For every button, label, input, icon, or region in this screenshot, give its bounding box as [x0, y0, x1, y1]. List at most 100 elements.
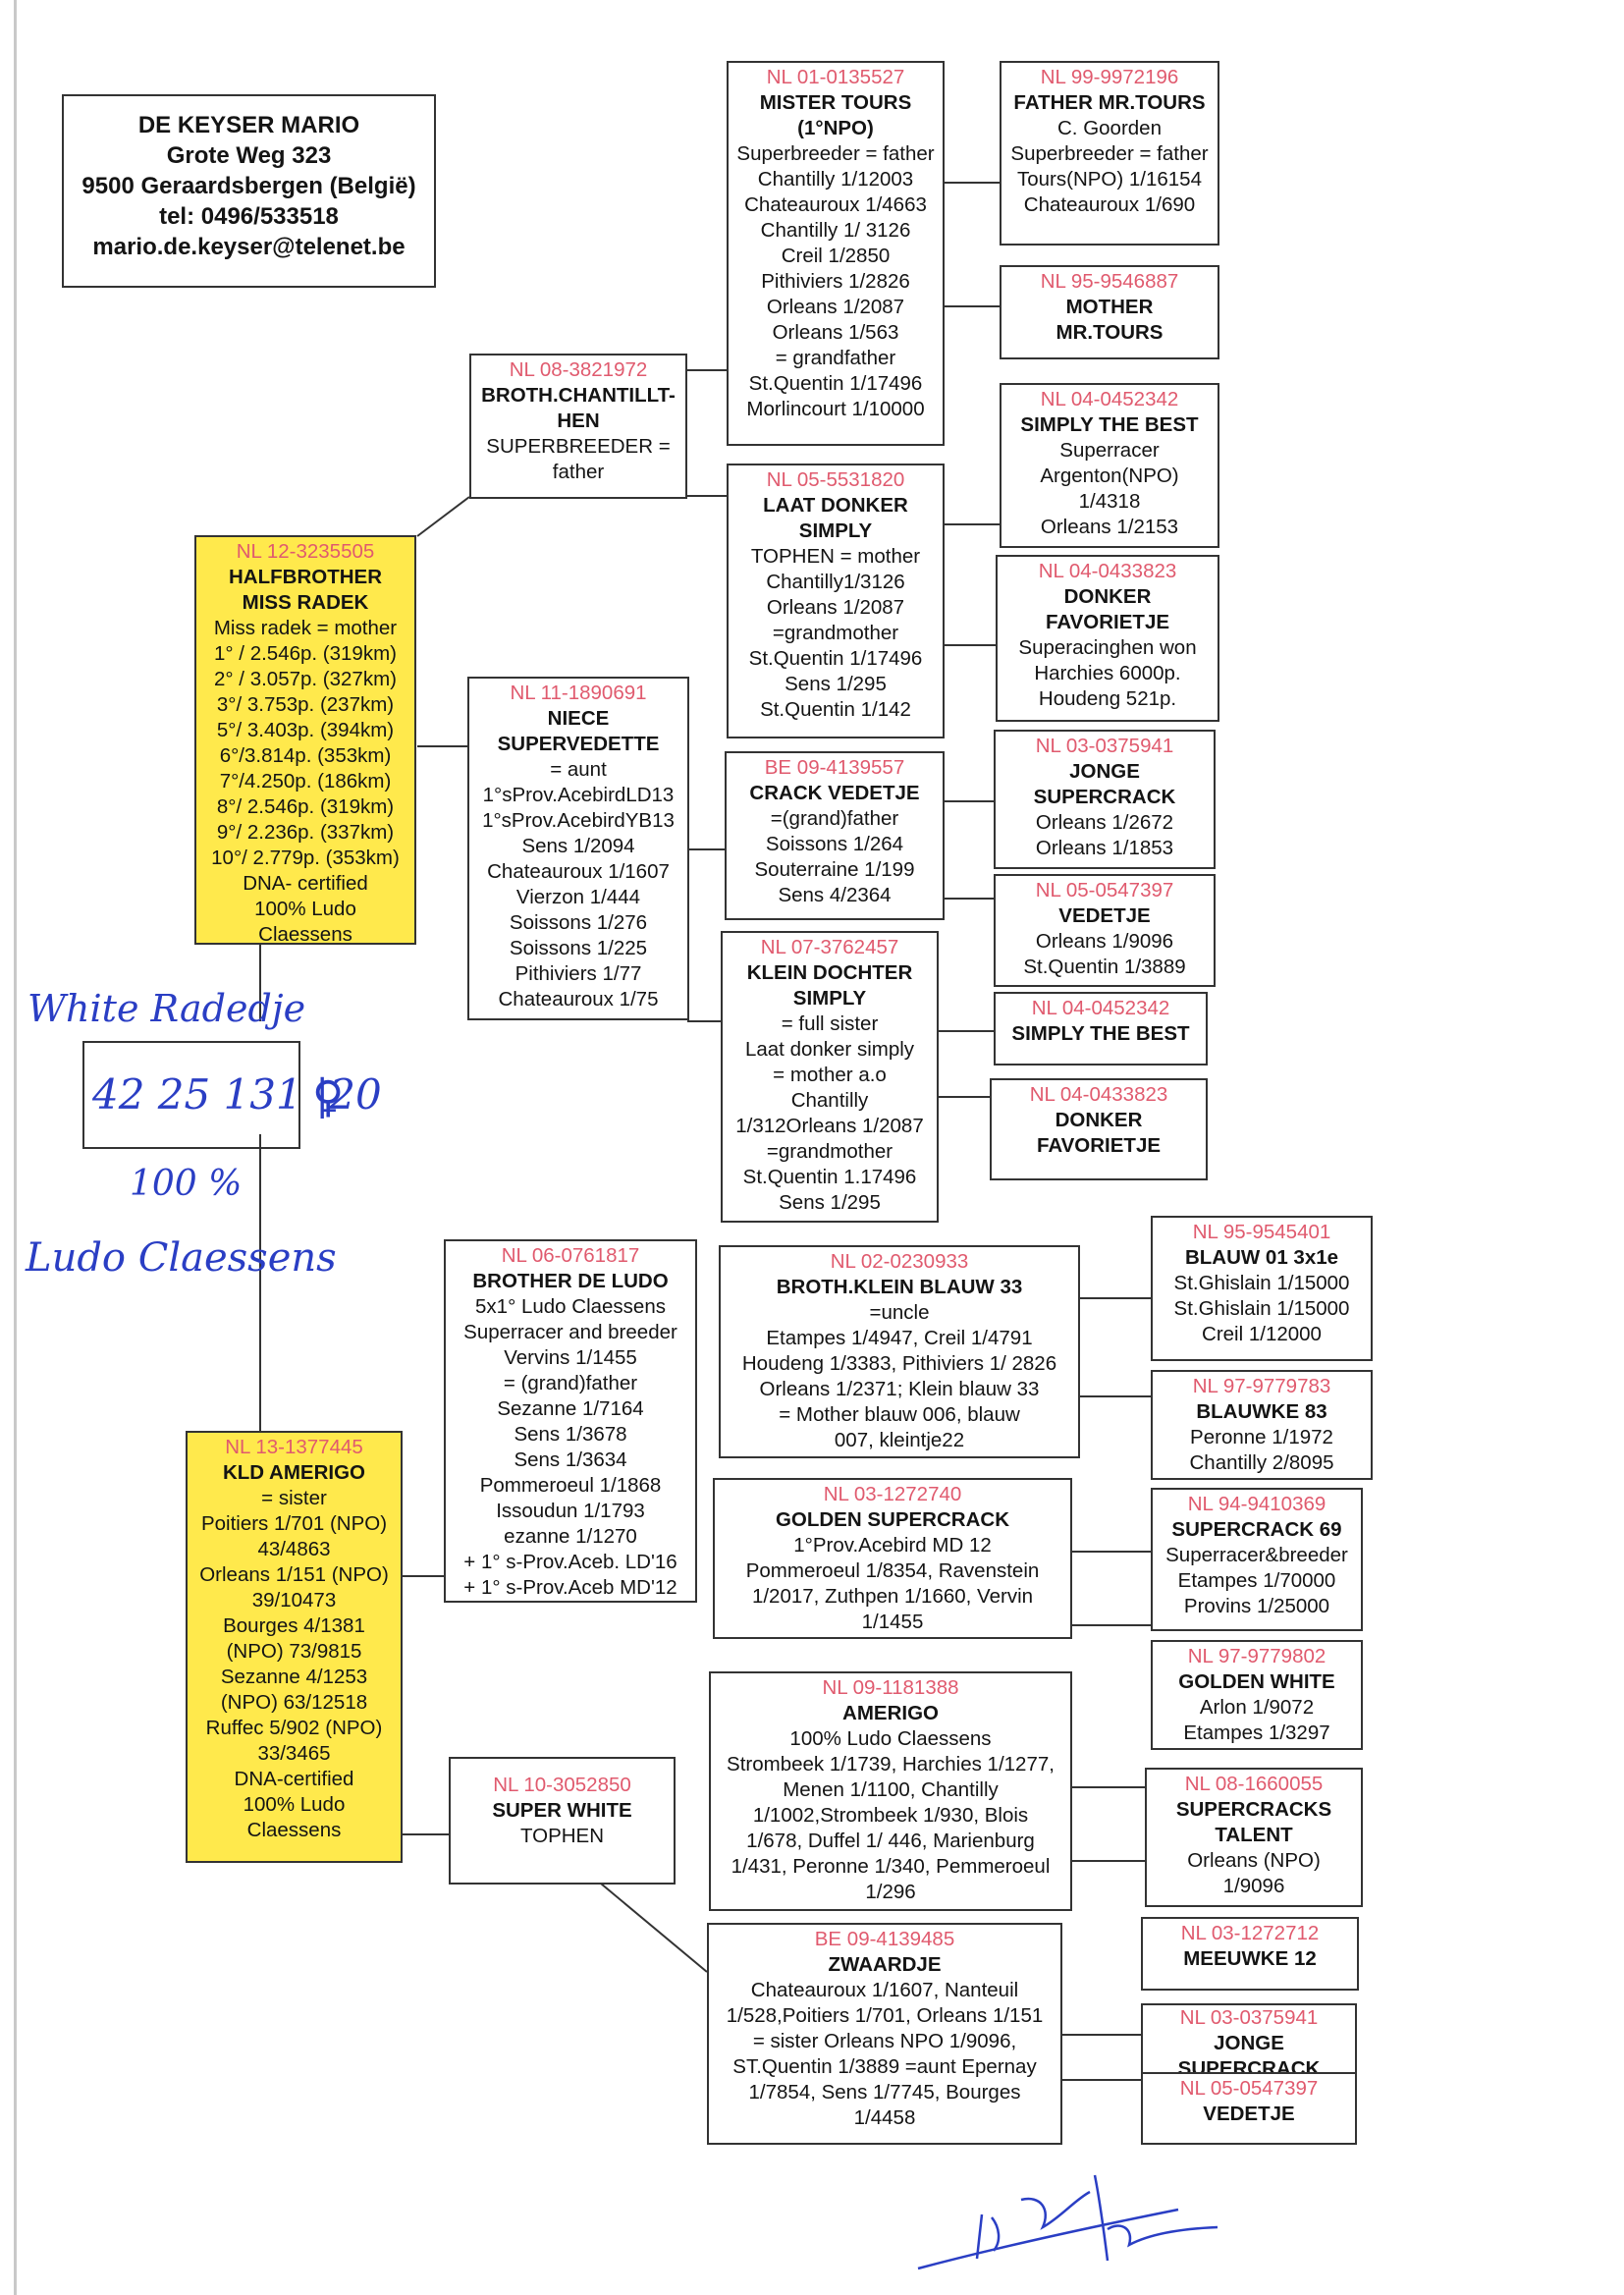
ring-number: NL 05-5531820: [766, 468, 905, 491]
ring-number: NL 95-9545401: [1192, 1221, 1331, 1243]
detail-line: Superacinghen won: [1018, 636, 1197, 659]
pigeon-name: DONKER: [1055, 1109, 1143, 1131]
detail-line: Chateauroux 1/690: [1023, 193, 1196, 216]
detail-line: 1°sProv.AcebirdLD13: [482, 784, 675, 806]
pigeon-card-fathermrtours: NL 99-9972196 FATHER MR.TOURS C. Goorden…: [1000, 61, 1219, 246]
ring-number: NL 10-3052850: [493, 1774, 631, 1796]
pigeon-name: SIMPLY THE BEST: [1020, 413, 1199, 436]
owner-city: 9500 Geraardsbergen (België): [81, 173, 416, 199]
pigeon-card-halfbrother: NL 12-3235505 HALFBROTHER MISS RADEK Mis…: [194, 535, 416, 945]
pigeon-name: GOLDEN WHITE: [1178, 1670, 1335, 1693]
detail-line: Sezanne 4/1253: [220, 1666, 368, 1688]
detail-line: 1/296: [865, 1881, 916, 1903]
ring-number: NL 03-0375941: [1035, 735, 1174, 757]
detail-line: TOPHEN = mother: [750, 545, 921, 568]
detail-line: St.Quentin 1/17496: [748, 647, 923, 670]
detail-line: Etampes 1/4947, Creil 1/4791: [766, 1327, 1033, 1349]
pigeon-name: VEDETJE: [1058, 904, 1151, 927]
detail-line: 9°/ 2.236p. (337km): [216, 821, 395, 844]
pigeon-name: TALENT: [1215, 1824, 1293, 1846]
detail-line: = sister Orleans NPO 1/9096,: [752, 2030, 1017, 2052]
ring-number: NL 08-1660055: [1184, 1773, 1324, 1795]
detail-line: Arlon 1/9072: [1199, 1696, 1315, 1719]
pigeon-card-kleindochter: NL 07-3762457 KLEIN DOCHTER SIMPLY = ful…: [721, 931, 939, 1223]
detail-line: St.Quentin 1/142: [760, 698, 911, 721]
ring-number: NL 13-1377445: [225, 1436, 363, 1458]
pigeon-card-goldensupercrack: NL 03-1272740 GOLDEN SUPERCRACK 1°Prov.A…: [713, 1478, 1072, 1639]
pigeon-card-kldamerigo: NL 13-1377445 KLD AMERIGO = sister Poiti…: [186, 1431, 403, 1863]
pigeon-card-meeuwke12: NL 03-1272712 MEEUWKE 12: [1141, 1917, 1359, 1991]
owner-phone: tel: 0496/533518: [159, 203, 339, 230]
detail-line: Orleans 1/151 (NPO): [199, 1563, 389, 1586]
pigeon-name: SIMPLY: [792, 987, 867, 1010]
pigeon-name: NIECE: [547, 707, 610, 730]
female-symbol: ♀: [312, 1072, 345, 1122]
detail-line: = (grand)father: [503, 1372, 638, 1394]
pigeon-card-niece: NL 11-1890691 NIECE SUPERVEDETTE = aunt …: [467, 677, 689, 1020]
detail-line: Orleans 1/2087: [766, 296, 905, 318]
ring-number: NL 04-0433823: [1038, 560, 1177, 582]
ring-number: NL 06-0761817: [501, 1244, 640, 1267]
pigeon-card-jongesupercrack1: NL 03-0375941 JONGE SUPERCRACK Orleans 1…: [994, 730, 1216, 869]
detail-line: =uncle: [869, 1301, 930, 1324]
detail-line: 1/4318: [1078, 490, 1141, 513]
pigeon-name: SUPERCRACK: [1177, 2057, 1321, 2074]
detail-line: Sens 4/2364: [778, 884, 892, 906]
detail-line: Chantilly 2/8095: [1189, 1451, 1334, 1474]
detail-line: Chateauroux 1/75: [498, 988, 659, 1011]
detail-line: DNA-certified: [234, 1768, 354, 1790]
pigeon-name: BLAUWKE 83: [1196, 1400, 1327, 1423]
ring-number: NL 03-1272740: [823, 1483, 962, 1505]
detail-line: Chantilly 1/ 3126: [760, 219, 911, 242]
detail-line: 1/678, Duffel 1/ 446, Marienburg: [746, 1830, 1035, 1852]
detail-line: 8°/ 2.546p. (319km): [216, 795, 395, 818]
subject-ring-number: 42 25 131 |20: [92, 1070, 382, 1119]
pigeon-name: SIMPLY: [798, 519, 873, 542]
detail-line: Superbreeder = father: [736, 142, 935, 165]
detail-line: Chateauroux 1/1607, Nanteuil: [750, 1979, 1019, 2001]
detail-line: Chantilly: [790, 1089, 869, 1112]
pigeon-name: (1°NPO): [797, 117, 874, 139]
pigeon-card-amerigo: NL 09-1181388 AMERIGO 100% Ludo Claessen…: [709, 1671, 1072, 1911]
detail-line: 1°Prov.Acebird MD 12: [793, 1534, 992, 1557]
detail-line: 1° / 2.546p. (319km): [214, 642, 397, 665]
detail-line: Miss radek = mother: [213, 617, 398, 639]
pigeon-name: VEDETJE: [1203, 2103, 1295, 2125]
pigeon-name: HALFBROTHER: [228, 566, 382, 588]
ring-number: NL 05-0547397: [1179, 2077, 1319, 2100]
detail-line: 1/7854, Sens 1/7745, Bourges: [748, 2081, 1021, 2104]
detail-line: Claessens: [246, 1819, 342, 1841]
detail-line: Orleans 1/9096: [1035, 930, 1174, 953]
detail-line: Chantilly 1/12003: [757, 168, 914, 191]
pigeon-name: FATHER MR.TOURS: [1013, 91, 1206, 114]
pigeon-name: SUPERVEDETTE: [497, 733, 660, 755]
detail-line: Orleans 1/2087: [766, 596, 905, 619]
detail-line: = aunt: [550, 758, 607, 781]
detail-line: Vierzon 1/444: [515, 886, 641, 908]
detail-line: Pithiviers 1/77: [514, 962, 642, 985]
detail-line: = Mother blauw 006, blauw: [779, 1403, 1020, 1426]
pigeon-name: MISTER TOURS: [759, 91, 912, 114]
detail-line: 10°/ 2.779p. (353km): [211, 847, 400, 869]
detail-line: 1/2017, Zuthpen 1/1660, Vervin: [751, 1585, 1034, 1608]
pigeon-card-crackvedetje: BE 09-4139557 CRACK VEDETJE =(grand)fath…: [725, 751, 945, 920]
detail-line: Ruffec 5/902 (NPO): [205, 1717, 383, 1739]
detail-line: =(grand)father: [770, 807, 899, 830]
pigeon-card-vedetje2: NL 05-0547397 VEDETJE: [1141, 2072, 1357, 2145]
pigeon-name: MR.TOURS: [1056, 321, 1164, 344]
owner-street: Grote Weg 323: [166, 142, 332, 169]
detail-line: 1°sProv.AcebirdYB13: [482, 809, 675, 832]
handwritten-pigeon-name: White Radedje: [27, 987, 306, 1030]
detail-line: Pommeroeul 1/8354, Ravenstein: [745, 1559, 1040, 1582]
pigeon-name: SUPER WHITE: [492, 1799, 632, 1822]
detail-line: 43/4863: [257, 1538, 331, 1560]
detail-line: 007, kleintje22: [834, 1429, 965, 1451]
ring-number: NL 04-0452342: [1031, 997, 1170, 1019]
detail-line: Sezanne 1/7164: [497, 1397, 644, 1420]
pigeon-name: BROTH.KLEIN BLAUW 33: [776, 1276, 1023, 1298]
detail-line: Provins 1/25000: [1183, 1595, 1330, 1617]
pigeon-name: JONGE: [1069, 760, 1140, 783]
ring-number: NL 12-3235505: [236, 540, 375, 563]
detail-line: = mother a.o: [773, 1064, 887, 1086]
detail-line: St.Quentin 1.17496: [742, 1166, 917, 1188]
